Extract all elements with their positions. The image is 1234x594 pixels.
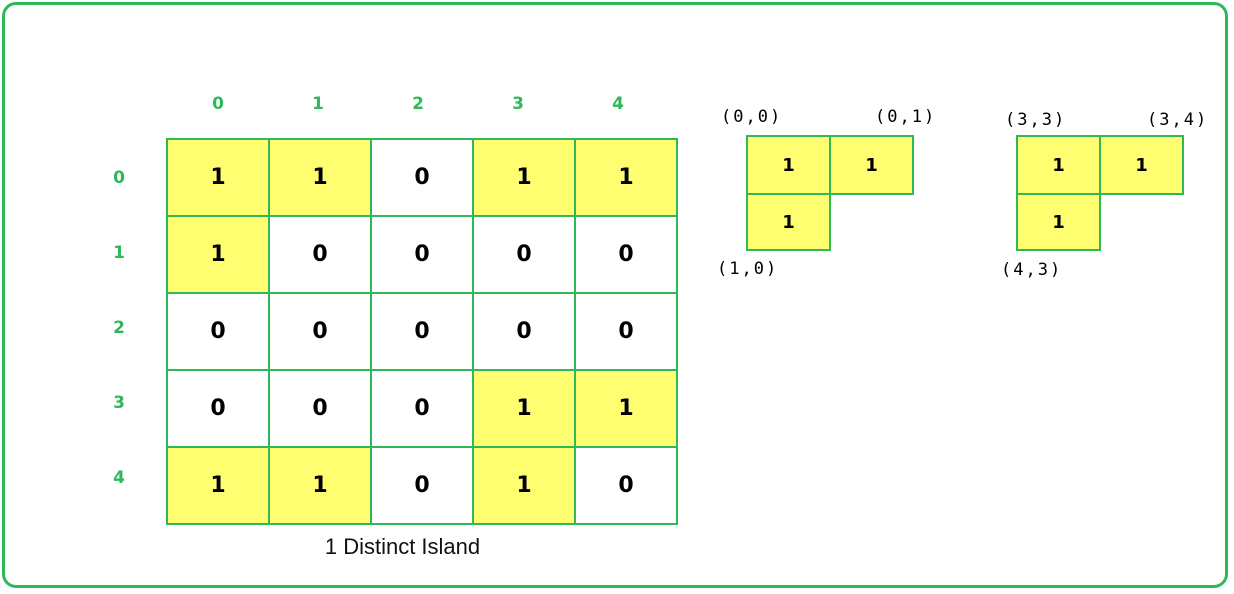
grid-cell: 0 — [372, 140, 472, 215]
grid-cell: 1 — [168, 217, 268, 292]
grid-cell: 0 — [270, 217, 370, 292]
row-label: 4 — [113, 468, 125, 488]
island-cell: 1 — [1016, 135, 1101, 195]
coordinate-label: (0,0) — [721, 107, 783, 127]
grid-cell: 1 — [474, 140, 574, 215]
grid-cell: 0 — [576, 294, 676, 369]
grid-cell: 1 — [168, 140, 268, 215]
row-label: 0 — [113, 168, 125, 188]
column-label: 0 — [212, 94, 224, 114]
island-cell: 1 — [746, 135, 831, 195]
coordinate-label: (3,3) — [1005, 110, 1067, 130]
grid-cell: 0 — [270, 294, 370, 369]
grid-cell: 0 — [474, 217, 574, 292]
grid-cell: 0 — [168, 294, 268, 369]
column-label: 4 — [612, 94, 624, 114]
grid-cell: 0 — [372, 294, 472, 369]
grid-cell: 0 — [168, 371, 268, 446]
grid-cell: 1 — [168, 448, 268, 523]
grid-cell: 0 — [576, 217, 676, 292]
island-cell: 1 — [829, 135, 914, 195]
row-label: 2 — [113, 318, 125, 338]
grid-cell: 1 — [474, 448, 574, 523]
result-caption: 1 Distinct Island — [324, 534, 481, 559]
grid-cell: 0 — [576, 448, 676, 523]
coordinate-label: (1,0) — [717, 259, 779, 279]
coordinate-label: (4,3) — [1001, 260, 1063, 280]
island-cell: 1 — [746, 193, 831, 251]
grid-cell: 0 — [372, 448, 472, 523]
coordinate-label: (0,1) — [875, 107, 937, 127]
grid-cell: 1 — [576, 140, 676, 215]
grid-cell: 1 — [270, 140, 370, 215]
island-cell: 1 — [1099, 135, 1184, 195]
column-label: 2 — [412, 94, 424, 114]
grid-cell: 0 — [372, 217, 472, 292]
grid-cell: 1 — [576, 371, 676, 446]
coordinate-label: (3,4) — [1147, 110, 1209, 130]
row-label: 3 — [113, 393, 125, 413]
island-cell: 1 — [1016, 193, 1101, 251]
island-grid: 1 1 0 1 1 1 0 0 0 0 0 0 0 0 0 0 0 0 1 1 … — [166, 138, 678, 525]
grid-cell: 0 — [372, 371, 472, 446]
grid-cell: 1 — [474, 371, 574, 446]
grid-cell: 1 — [270, 448, 370, 523]
grid-cell: 0 — [474, 294, 574, 369]
column-label: 1 — [312, 94, 324, 114]
column-label: 3 — [512, 94, 524, 114]
row-label: 1 — [113, 243, 125, 263]
grid-cell: 0 — [270, 371, 370, 446]
